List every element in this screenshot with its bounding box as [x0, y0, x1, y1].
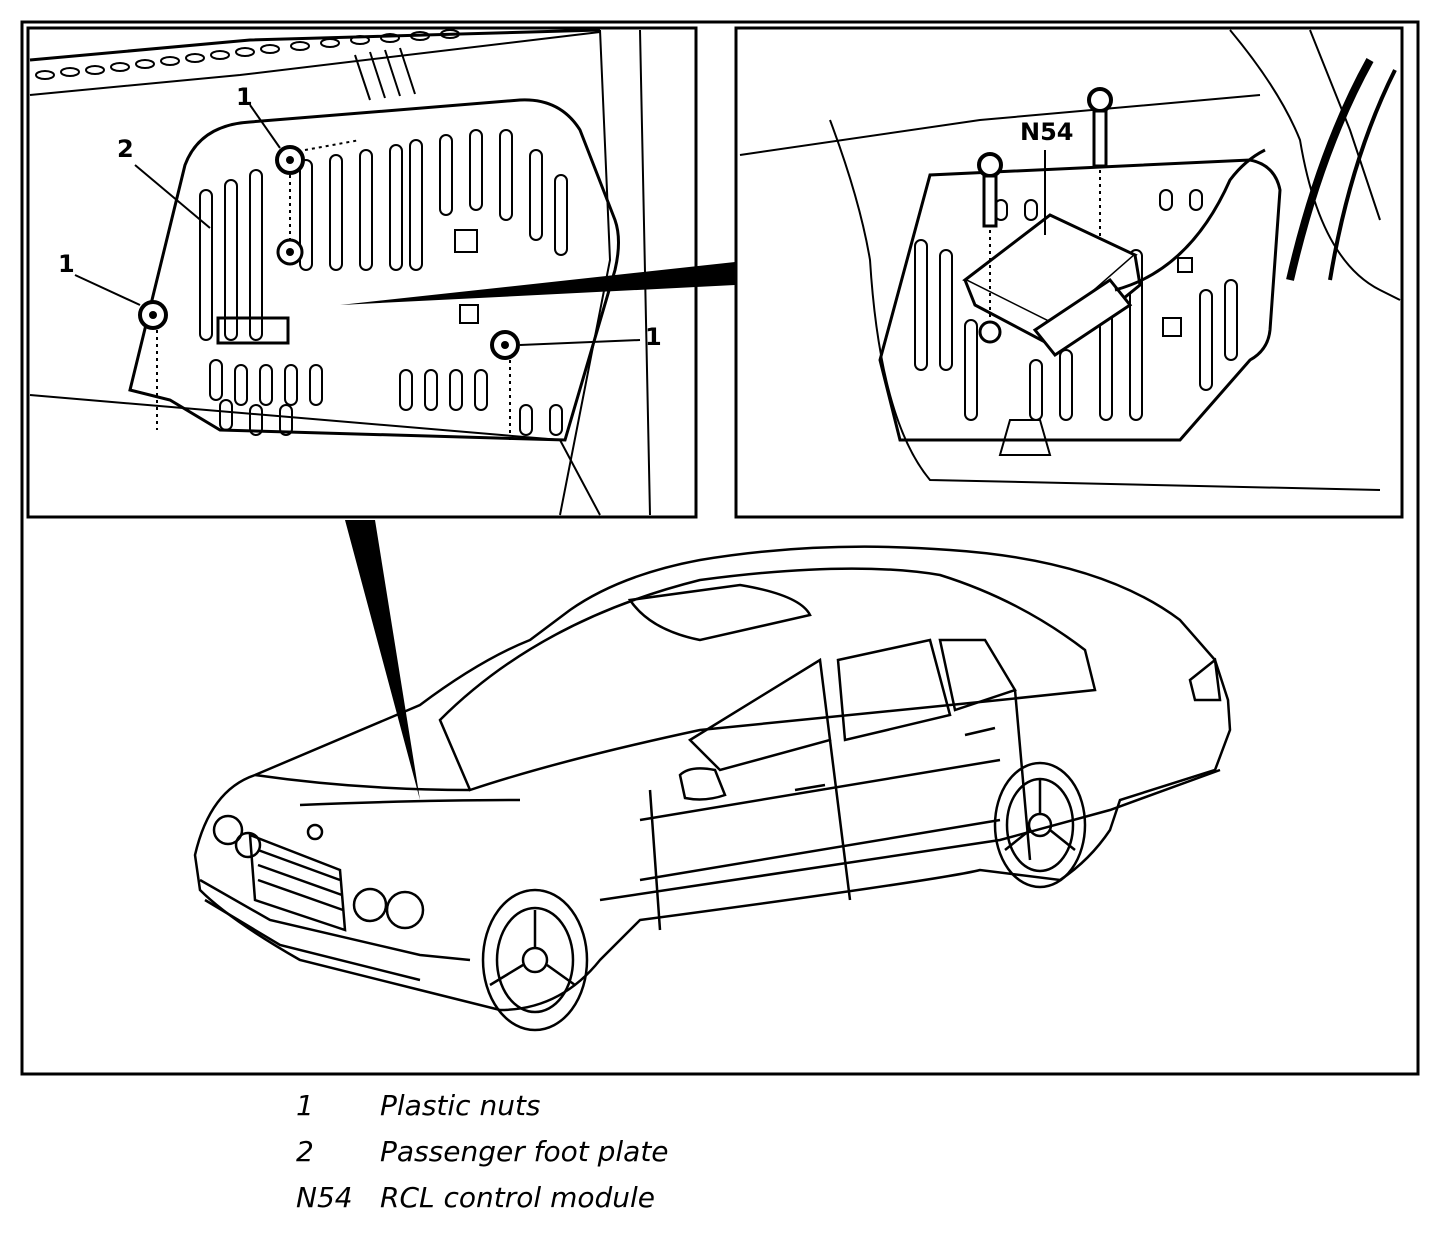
legend-key: 1 — [296, 1089, 314, 1122]
legend-key: 2 — [296, 1135, 314, 1168]
detail-panel-left-frame — [26, 26, 698, 519]
car-illustration — [193, 262, 1232, 1032]
leader-lines-left — [74, 104, 641, 346]
front-wheel — [481, 888, 589, 1032]
callout-nut-right: 1 — [645, 323, 662, 351]
headlight-left-outer — [212, 814, 244, 846]
detail-panel-right-frame — [734, 26, 1404, 519]
headlight-left-inner — [234, 831, 262, 859]
rear-wheel — [993, 761, 1087, 889]
pointer-wedge-left — [345, 520, 420, 800]
vent-holes — [35, 29, 460, 80]
legend-text: Passenger foot plate — [380, 1135, 669, 1168]
hood-emblem — [306, 823, 324, 841]
callout-nut-top: 1 — [236, 83, 253, 111]
legend-text: Plastic nuts — [380, 1089, 541, 1122]
legend: 1 Plastic nuts 2 Passenger foot plate N5… — [296, 1083, 996, 1221]
front-grille — [248, 833, 347, 932]
legend-item: N54 RCL control module — [296, 1175, 996, 1221]
detail-panel-left — [26, 26, 698, 519]
foot-plate-outline — [128, 98, 620, 442]
legend-item: 1 Plastic nuts — [296, 1083, 996, 1129]
sunroof — [627, 583, 812, 642]
foot-plate-ribs — [199, 129, 568, 436]
detail-panel-right — [734, 26, 1404, 519]
plastic-nut-right — [490, 330, 520, 360]
callout-plate: 2 — [117, 135, 134, 163]
rcl-control-module — [962, 213, 1142, 358]
headlight-right-outer — [385, 890, 425, 930]
callout-nut-left: 1 — [58, 250, 75, 278]
legend-text: RCL control module — [380, 1181, 656, 1214]
pointer-wedge-right — [340, 262, 735, 305]
legend-item: 2 Passenger foot plate — [296, 1129, 996, 1175]
mounting-plate-ribs — [914, 189, 1238, 421]
module-bolt-left — [977, 152, 1003, 344]
plastic-nut-middle — [276, 238, 304, 266]
plastic-nut-top — [275, 145, 305, 175]
headlight-right-inner — [352, 887, 388, 923]
outer-frame — [20, 20, 1420, 1076]
plastic-nut-left — [138, 300, 168, 330]
legend-key: N54 — [296, 1181, 353, 1214]
mounting-plate-outline — [878, 158, 1282, 442]
module-bolt-right — [1087, 87, 1113, 240]
side-mirror — [678, 767, 727, 801]
callout-module: N54 — [1020, 118, 1073, 146]
